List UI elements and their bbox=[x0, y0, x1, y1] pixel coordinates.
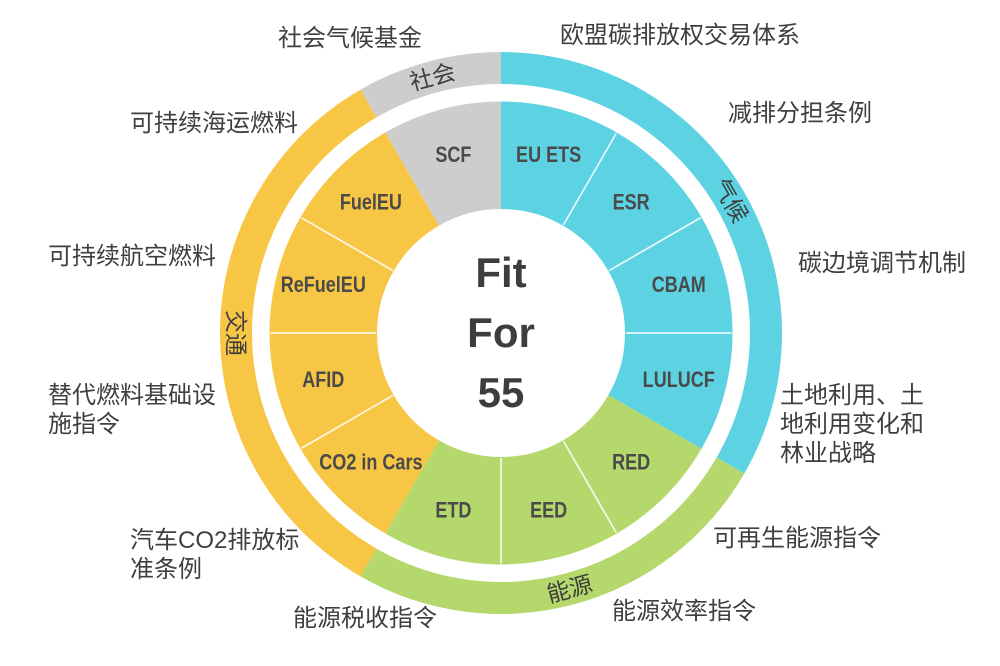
callout-line: 社会气候基金 bbox=[278, 25, 422, 52]
segment-divider bbox=[300, 217, 394, 272]
callout-line: 土地利用、土 bbox=[780, 382, 924, 409]
center-title-line-2: For bbox=[467, 309, 535, 356]
callout-line: 欧盟碳排放权交易体系 bbox=[560, 22, 800, 49]
category-label-social: 社会 bbox=[407, 59, 458, 96]
callout-line: 施指令 bbox=[48, 411, 120, 438]
category-arc-transport bbox=[220, 89, 377, 577]
callout-fueleu: 可持续海运燃料 bbox=[130, 109, 298, 138]
segment-label-refueleu: ReFuelEU bbox=[281, 273, 366, 297]
center-title-line-1: Fit bbox=[475, 249, 527, 296]
category-label-energy: 能源 bbox=[544, 570, 595, 607]
segment-divider bbox=[562, 440, 617, 534]
segment-cbam bbox=[608, 217, 733, 333]
callout-co2-in-cars: 汽车CO2排放标准条例 bbox=[130, 526, 299, 584]
segment-etd bbox=[385, 440, 501, 565]
segment-label-eed: EED bbox=[530, 499, 567, 523]
segment-label-etd: ETD bbox=[435, 499, 471, 523]
callout-eu-ets: 欧盟碳排放权交易体系 bbox=[560, 21, 800, 50]
segment-label-red: RED bbox=[612, 451, 650, 475]
callout-scf: 社会气候基金 bbox=[278, 24, 422, 53]
category-arc-energy bbox=[360, 457, 745, 614]
segment-label-fueleu: FuelEU bbox=[340, 191, 402, 215]
segment-divider bbox=[608, 217, 702, 272]
callout-line: 可持续海运燃料 bbox=[130, 110, 298, 137]
callout-line: 替代燃料基础设 bbox=[48, 382, 216, 409]
center-title-line-3: 55 bbox=[477, 369, 525, 416]
callout-etd: 能源税收指令 bbox=[293, 604, 437, 633]
callout-line: 可再生能源指令 bbox=[713, 525, 881, 552]
segment-label-scf: SCF bbox=[435, 143, 471, 167]
callout-line: 地利用变化和 bbox=[780, 411, 924, 438]
callout-line: 能源税收指令 bbox=[293, 605, 437, 632]
segment-label-cbam: CBAM bbox=[652, 273, 706, 297]
segment-label-esr: ESR bbox=[613, 191, 651, 215]
segment-label-lulucf: LULUCF bbox=[643, 369, 715, 393]
category-arc-social bbox=[360, 51, 501, 118]
segment-afid bbox=[269, 333, 394, 449]
callout-line: 汽车CO2排放标 bbox=[130, 527, 300, 554]
callout-line: 准条例 bbox=[130, 556, 202, 583]
callout-line: 碳边境调节机制 bbox=[798, 250, 966, 277]
callout-refueleu: 可持续航空燃料 bbox=[48, 242, 216, 271]
center-title: Fit For 55 bbox=[401, 243, 601, 423]
callout-esr: 减排分担条例 bbox=[728, 99, 872, 128]
category-arc-climate bbox=[501, 52, 782, 474]
segment-label-co2-in-cars: CO2 in Cars bbox=[319, 451, 422, 475]
segment-refueleu bbox=[269, 217, 394, 333]
callout-red: 可再生能源指令 bbox=[713, 524, 881, 553]
callout-afid: 替代燃料基础设施指令 bbox=[48, 381, 216, 439]
segment-eu-ets bbox=[501, 101, 617, 226]
callout-eed: 能源效率指令 bbox=[612, 597, 756, 626]
callout-lulucf: 土地利用、土地利用变化和林业战略 bbox=[780, 381, 924, 468]
segment-divider bbox=[300, 394, 394, 449]
segment-label-afid: AFID bbox=[302, 369, 344, 393]
category-label-transport: 交通 bbox=[223, 310, 249, 356]
callout-line: 可持续航空燃料 bbox=[48, 243, 216, 270]
segment-divider bbox=[562, 132, 617, 226]
segment-label-eu-ets: EU ETS bbox=[516, 143, 581, 167]
segment-lulucf bbox=[608, 333, 733, 449]
callout-line: 能源效率指令 bbox=[612, 598, 756, 625]
segment-scf bbox=[385, 101, 501, 226]
callout-line: 林业战略 bbox=[780, 440, 876, 467]
callout-cbam: 碳边境调节机制 bbox=[798, 249, 966, 278]
callout-line: 减排分担条例 bbox=[728, 100, 872, 127]
segment-eed bbox=[501, 440, 617, 565]
